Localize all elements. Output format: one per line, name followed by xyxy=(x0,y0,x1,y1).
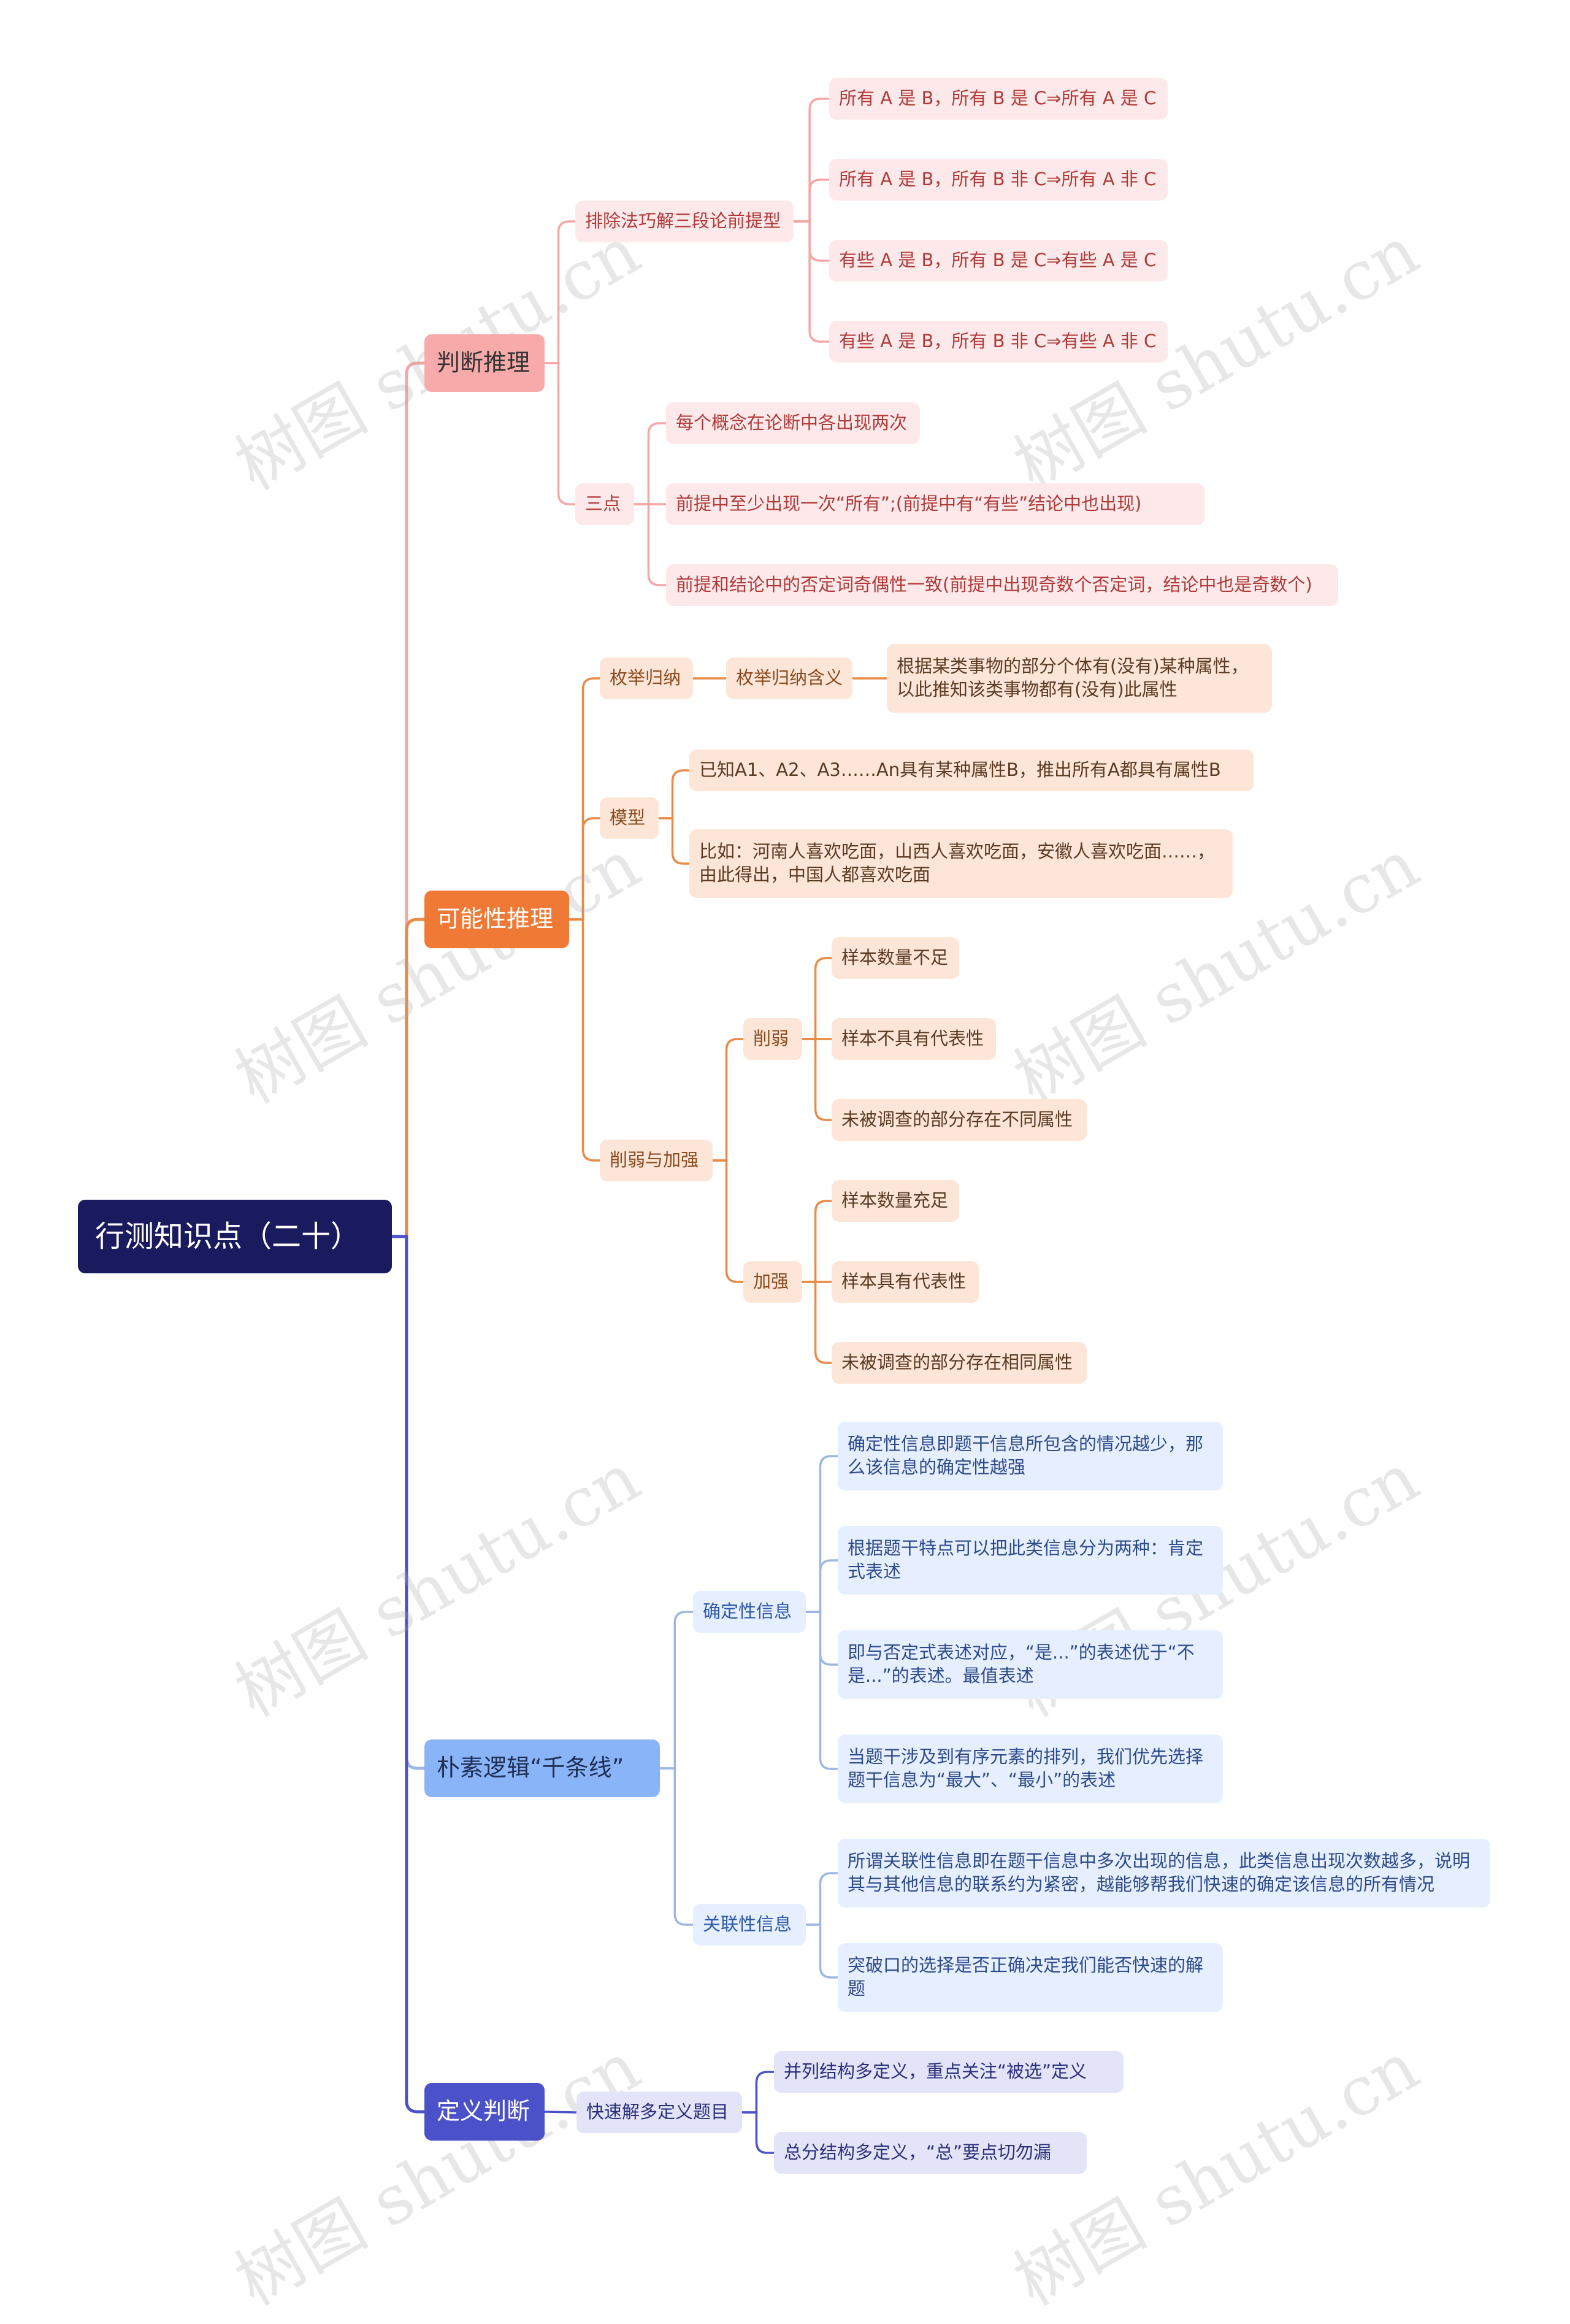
leaf-certain-4[interactable]: 当题干涉及到有序元素的排列，我们优先选择题干信息为“最大”、“最小”的表述 xyxy=(838,1735,1223,1803)
connector-n-l1-n-l1a xyxy=(806,1455,838,1613)
leaf-strengthen-1[interactable]: 样本数量充足 xyxy=(832,1180,959,1222)
connector-n-l-n-l1 xyxy=(660,1611,693,1770)
leaf-weaken-2[interactable]: 样本不具有代表性 xyxy=(832,1018,996,1060)
root-node[interactable]: 行测知识点（二十） xyxy=(78,1200,392,1273)
connector-n-j2-n-j2a xyxy=(634,422,666,505)
connector-n-p3w-n-p3w3 xyxy=(802,1038,832,1121)
connector-lines xyxy=(392,98,887,2154)
leaf-model-example[interactable]: 比如：河南人喜欢吃面，山西人喜欢吃面，安徽人喜欢吃面……，由此得出，中国人都喜欢… xyxy=(689,829,1233,898)
topic-three-points[interactable]: 三点 xyxy=(575,483,634,525)
leaf-syllogism-1[interactable]: 所有 A 是 B，所有 B 是 C⇒所有 A 是 C xyxy=(829,78,1168,120)
topic-enumeration-induction[interactable]: 枚举归纳 xyxy=(600,658,693,699)
leaf-parallel-structure[interactable]: 并列结构多定义，重点关注“被选”定义 xyxy=(774,2051,1124,2093)
topic-strengthen[interactable]: 加强 xyxy=(743,1261,802,1303)
connector-n-p3s-n-p3s3 xyxy=(802,1281,832,1364)
leaf-syllogism-3[interactable]: 有些 A 是 B，所有 B 是 C⇒有些 A 是 C xyxy=(829,240,1168,282)
connector-n-p3-n-p3w xyxy=(713,1038,743,1162)
connector-n-j1-n-j1c xyxy=(794,220,829,262)
leaf-strengthen-3[interactable]: 未被调查的部分存在相同属性 xyxy=(832,1342,1087,1384)
connector-n-l2-n-l2b xyxy=(806,1923,838,1979)
connector-n-j1-n-j1d xyxy=(794,220,829,343)
connector-n-l-n-l2 xyxy=(660,1767,693,1926)
leaf-related-1[interactable]: 所谓关联性信息即在题干信息中多次出现的信息，此类信息出现次数越多，说明其与其他信… xyxy=(838,1839,1490,1908)
topic-definition-judgment[interactable]: 定义判断 xyxy=(424,2083,545,2141)
leaf-weaken-1[interactable]: 样本数量不足 xyxy=(832,937,959,979)
connector-n-j-n-j2 xyxy=(545,362,575,505)
connector-n-root-n-l xyxy=(392,1235,424,1770)
topic-related-info[interactable]: 关联性信息 xyxy=(693,1904,806,1946)
topic-exclusion-method[interactable]: 排除法巧解三段论前提型 xyxy=(575,201,794,242)
connector-n-j1-n-j1b xyxy=(794,178,829,223)
connector-n-p-n-p1 xyxy=(569,677,600,921)
connector-n-j-n-j1 xyxy=(545,220,575,364)
leaf-certain-1[interactable]: 确定性信息即题干信息所包含的情况越少，那么该信息的确定性越强 xyxy=(838,1422,1223,1490)
connector-n-p3-n-p3s xyxy=(713,1159,743,1283)
topic-weaken[interactable]: 削弱 xyxy=(743,1018,802,1060)
leaf-total-structure[interactable]: 总分结构多定义，“总”要点切勿漏 xyxy=(774,2132,1087,2174)
connector-n-root-n-d xyxy=(392,1235,424,2114)
connector-n-root-n-p xyxy=(392,918,424,1238)
topic-model[interactable]: 模型 xyxy=(600,797,659,839)
leaf-strengthen-2[interactable]: 样本具有代表性 xyxy=(832,1261,979,1303)
leaf-enumeration-definition[interactable]: 根据某类事物的部分个体有(没有)某种属性，以此推知该类事物都有(没有)此属性 xyxy=(887,644,1272,713)
mind-map-canvas: 树图 shutu.cn 树图 shutu.cn 树图 shutu.cn 树图 s… xyxy=(78,78,1490,2320)
connector-n-l1-n-l1d xyxy=(806,1611,838,1770)
connector-n-p3s-n-p3s1 xyxy=(802,1200,832,1283)
topic-possibility-reasoning[interactable]: 可能性推理 xyxy=(424,891,569,948)
topic-certain-info[interactable]: 确定性信息 xyxy=(693,1591,806,1633)
leaf-three-point-3[interactable]: 前提和结论中的否定词奇偶性一致(前提中出现奇数个否定词，结论中也是奇数个) xyxy=(666,564,1338,606)
connector-n-j1-n-j1a xyxy=(794,98,829,223)
connector-n-l2-n-l2a xyxy=(806,1872,838,1926)
connector-n-p-n-p3 xyxy=(569,918,600,1162)
topic-enumeration-meaning[interactable]: 枚举归纳含义 xyxy=(726,658,852,699)
leaf-syllogism-4[interactable]: 有些 A 是 B，所有 B 非 C⇒有些 A 非 C xyxy=(829,321,1168,362)
leaf-three-point-2[interactable]: 前提中至少出现一次“所有”;(前提中有“有些”结论中也出现) xyxy=(666,483,1204,525)
connector-n-d1-n-d1b xyxy=(742,2111,774,2154)
connector-n-root-n-j xyxy=(392,361,424,1238)
connector-n-p2-n-p2a xyxy=(659,769,689,819)
topic-weaken-strengthen[interactable]: 削弱与加强 xyxy=(600,1140,713,1181)
connector-n-p3w-n-p3w1 xyxy=(802,957,832,1040)
topic-naive-logic[interactable]: 朴素逻辑“千条线” xyxy=(424,1739,660,1797)
leaf-model-1[interactable]: 已知A1、A2、A3……An具有某种属性B，推出所有A都具有属性B xyxy=(689,750,1254,791)
connector-n-p2-n-p2b xyxy=(659,817,689,865)
connector-n-d1-n-d1a xyxy=(742,2071,774,2114)
connector-n-l1-n-l1b xyxy=(806,1559,838,1613)
leaf-weaken-3[interactable]: 未被调查的部分存在不同属性 xyxy=(832,1099,1087,1141)
connector-n-l1-n-l1c xyxy=(806,1611,838,1666)
topic-judgment-reasoning[interactable]: 判断推理 xyxy=(424,334,545,392)
topic-multi-definition[interactable]: 快速解多定义题目 xyxy=(576,2092,742,2133)
leaf-syllogism-2[interactable]: 所有 A 是 B，所有 B 非 C⇒所有 A 非 C xyxy=(829,159,1168,201)
leaf-certain-2[interactable]: 根据题干特点可以把此类信息分为两种：肯定式表述 xyxy=(838,1526,1223,1595)
leaf-related-2[interactable]: 突破口的选择是否正确决定我们能否快速的解题 xyxy=(838,1943,1223,2012)
leaf-three-point-1[interactable]: 每个概念在论断中各出现两次 xyxy=(666,402,920,444)
connector-n-j2-n-j2c xyxy=(634,503,666,586)
leaf-certain-3[interactable]: 即与否定式表述对应，“是...”的表述优于“不是...”的表述。最值表述 xyxy=(838,1630,1223,1699)
connector-n-p-n-p2 xyxy=(569,817,600,921)
